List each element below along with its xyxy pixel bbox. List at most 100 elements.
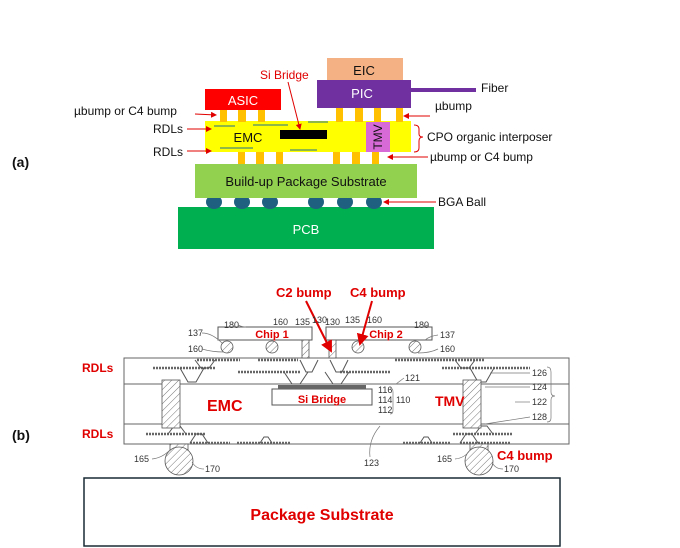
ubump-top-label: µbump [435, 99, 472, 113]
via [459, 433, 479, 444]
bottom-bumps [238, 151, 379, 164]
leader-line [395, 377, 405, 385]
via [259, 436, 273, 444]
bump [374, 108, 381, 122]
c4-bump-arrow [356, 300, 373, 346]
rdls-top-label-b: RDLs [82, 361, 114, 375]
via [179, 367, 205, 383]
bga-ball [206, 195, 222, 209]
ref-number: 165 [437, 454, 452, 464]
panel-b-tag: (b) [12, 427, 30, 443]
leader-line [417, 348, 439, 354]
bump [220, 110, 227, 122]
fiber [410, 88, 476, 92]
rdl-traces-bottom [146, 432, 513, 445]
leader-line [424, 334, 439, 341]
bga-ball [366, 195, 382, 209]
ref-number: 110 [396, 395, 410, 405]
top-bumps [220, 108, 403, 122]
package-substrate [83, 477, 561, 547]
c4-bump-small [351, 340, 365, 354]
build-up-substrate [195, 164, 417, 198]
via [299, 359, 319, 373]
ref-number: 123 [364, 458, 379, 468]
bump [258, 110, 265, 122]
ref-number: 160 [440, 344, 455, 354]
panel-a: (a) PCB Build-up Package Substrate [12, 58, 552, 249]
via [189, 433, 209, 444]
pcb [178, 207, 434, 249]
ref-number: 170 [504, 464, 519, 474]
c4-bump-top-label: C4 bump [350, 285, 406, 300]
bga-ball [308, 195, 324, 209]
bump [256, 151, 264, 164]
tmv-label-b: TMV [435, 393, 465, 409]
bump [336, 108, 343, 122]
ref-number: 126 [532, 368, 547, 378]
leader-line [201, 332, 223, 344]
panel-a-tag: (a) [12, 154, 29, 170]
leader-line [484, 416, 531, 425]
bump [276, 151, 283, 164]
ref-number: 135 [345, 315, 360, 325]
c2-bump-arrow [305, 300, 332, 353]
c4-bump-small [220, 340, 234, 354]
cpo-bracket [413, 124, 424, 153]
ubump-or-c4-right-label: µbump or C4 bump [430, 150, 533, 164]
bump [396, 108, 403, 122]
leader-line [419, 324, 429, 328]
bump [372, 151, 379, 164]
pic-chip [317, 80, 411, 108]
c4-bump-left [164, 446, 194, 476]
rdls-bottom-label-b: RDLs [82, 427, 114, 441]
via [454, 359, 476, 369]
ref-number: 114 [378, 395, 392, 405]
chip-2 [325, 326, 433, 341]
ref-number: 122 [532, 397, 547, 407]
ref-number: 165 [134, 454, 149, 464]
asic-chip [205, 89, 281, 110]
panel-b: (b) Package Substrate [12, 285, 570, 547]
via [283, 371, 309, 385]
bga-ball-label: BGA Ball [438, 195, 486, 209]
eic-chip [327, 58, 403, 82]
bump [355, 108, 363, 122]
rdl-vias-top [179, 359, 495, 385]
asic-label: ASIC [228, 93, 258, 108]
c4-bump-small [408, 340, 422, 354]
eic-label: EIC [353, 63, 375, 78]
tmv-right [462, 379, 482, 429]
ref-number: 160 [273, 317, 288, 327]
bump [238, 151, 245, 164]
via [474, 425, 494, 435]
leader-line [369, 425, 381, 458]
via [469, 367, 495, 383]
via [324, 371, 350, 385]
si-bridge-arrow [287, 81, 302, 130]
bga-balls [206, 195, 382, 209]
bump [238, 110, 246, 122]
ref-number: 160 [188, 344, 203, 354]
ref-number: 170 [205, 464, 220, 474]
ref-number: 130 [312, 315, 327, 325]
leader-line [546, 366, 556, 423]
si-bridge-block [280, 130, 327, 139]
bga-ball [337, 195, 353, 209]
leader-line [237, 324, 247, 328]
leader-line [454, 449, 471, 460]
emc-label-b: EMC [207, 398, 243, 415]
leader-line [491, 461, 504, 470]
chip-2-label: Chip 2 [369, 329, 403, 341]
ref-number: 112 [378, 405, 392, 415]
ref-number: 137 [188, 328, 203, 338]
tmv [366, 122, 390, 152]
emc-label: EMC [234, 130, 263, 145]
leader-line [151, 449, 171, 460]
pic-label: PIC [351, 86, 373, 101]
c4-bump-small [265, 340, 279, 354]
c4-bump-right [464, 446, 494, 476]
reference-numbers: 180 137 160 160 135 130 130 135 160 180 … [134, 315, 547, 474]
cpo-interposer-label: CPO organic interposer [427, 130, 552, 144]
via [194, 359, 216, 369]
